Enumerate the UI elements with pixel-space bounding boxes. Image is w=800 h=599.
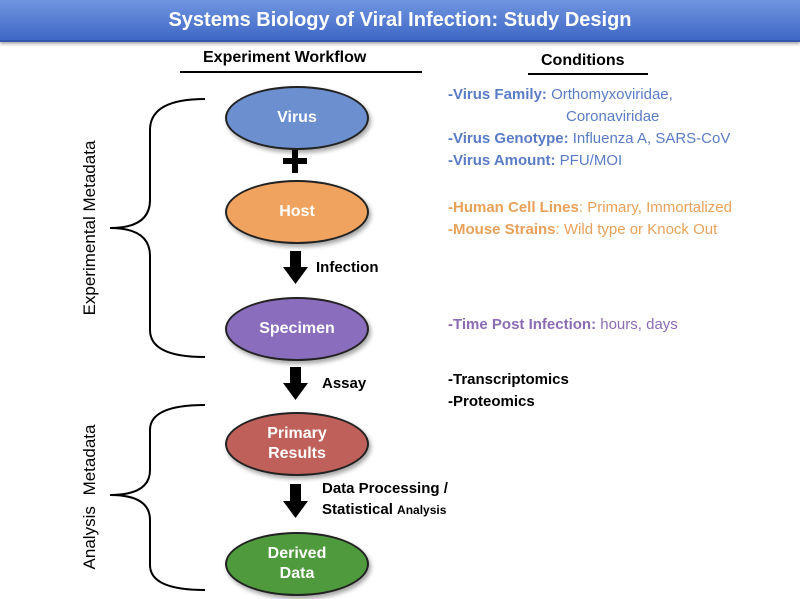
human-cell-lines-value: : Primary, Immortalized: [578, 199, 732, 216]
processing-step-line2a: Statistical: [322, 501, 393, 518]
infection-step-label: Infection: [316, 259, 379, 276]
plus-icon: [283, 149, 307, 173]
proteomics-condition: -Proteomics: [448, 393, 535, 410]
specimen-node-label: Specimen: [259, 320, 335, 337]
primary-results-node: Primary Results: [225, 412, 369, 476]
processing-step-line2b: Analysis: [397, 503, 447, 517]
primary-results-label-line1: Primary: [267, 425, 327, 442]
virus-amount-label: -Virus Amount:: [448, 152, 556, 169]
virus-node: Virus: [225, 86, 369, 150]
infection-arrow-icon: [283, 251, 308, 284]
virus-genotype-value: Influenza A, SARS-CoV: [572, 130, 731, 147]
virus-amount-condition: -Virus Amount: PFU/MOI: [448, 150, 622, 172]
analysis-metadata-label: Analysis Metadata: [80, 424, 99, 570]
virus-genotype-condition: -Virus Genotype: Influenza A, SARS-CoV: [448, 128, 730, 150]
conditions-header: Conditions: [541, 52, 625, 69]
virus-node-label: Virus: [277, 109, 317, 126]
workflow-header: Experiment Workflow: [203, 49, 367, 66]
analysis-bracket: [109, 404, 206, 591]
specimen-node: Specimen: [225, 297, 369, 361]
host-node-label: Host: [279, 203, 315, 220]
mouse-strains-condition: -Mouse Strains: Wild type or Knock Out: [448, 219, 717, 241]
virus-family-label: -Virus Family:: [448, 86, 547, 103]
assay-step-label: Assay: [322, 375, 367, 392]
derived-data-label-line2: Data: [279, 565, 315, 582]
host-node: Host: [225, 180, 369, 244]
mouse-strains-label: -Mouse Strains: [448, 221, 556, 238]
human-cell-lines-condition: -Human Cell Lines: Primary, Immortalized: [448, 197, 732, 219]
experimental-metadata-label: Experimental Metadata: [80, 140, 99, 316]
derived-data-node: Derived Data: [225, 532, 369, 596]
derived-data-label-line1: Derived: [267, 545, 327, 562]
time-post-infection-label: -Time Post Infection:: [448, 316, 597, 333]
processing-step-label: Data Processing / Statistical Analysis: [322, 478, 448, 521]
human-cell-lines-label: -Human Cell Lines: [448, 199, 579, 216]
virus-genotype-label: -Virus Genotype:: [448, 130, 569, 147]
mouse-strains-value: : Wild type or Knock Out: [555, 221, 718, 238]
virus-amount-value: PFU/MOI: [559, 152, 623, 169]
virus-family-condition: -Virus Family: Orthomyxoviridae,: [448, 84, 673, 106]
virus-family-condition-cont: Coronaviridae: [566, 108, 660, 125]
primary-results-label-line2: Results: [268, 445, 326, 462]
transcriptomics-condition: -Transcriptomics: [448, 371, 569, 388]
virus-family-value: Orthomyxoviridae,: [551, 86, 673, 103]
time-post-infection-value: hours, days: [600, 316, 678, 333]
title-banner: Systems Biology of Viral Infection: Stud…: [0, 0, 800, 42]
page-title: Systems Biology of Viral Infection: Stud…: [168, 8, 632, 31]
assay-arrow-icon: [283, 367, 308, 400]
processing-step-line1: Data Processing /: [322, 480, 448, 497]
processing-arrow-icon: [283, 484, 308, 518]
workflow-header-underline: [180, 71, 422, 73]
conditions-header-underline: [528, 73, 648, 75]
time-post-infection-condition: -Time Post Infection: hours, days: [448, 314, 678, 336]
experimental-bracket: [109, 98, 206, 358]
